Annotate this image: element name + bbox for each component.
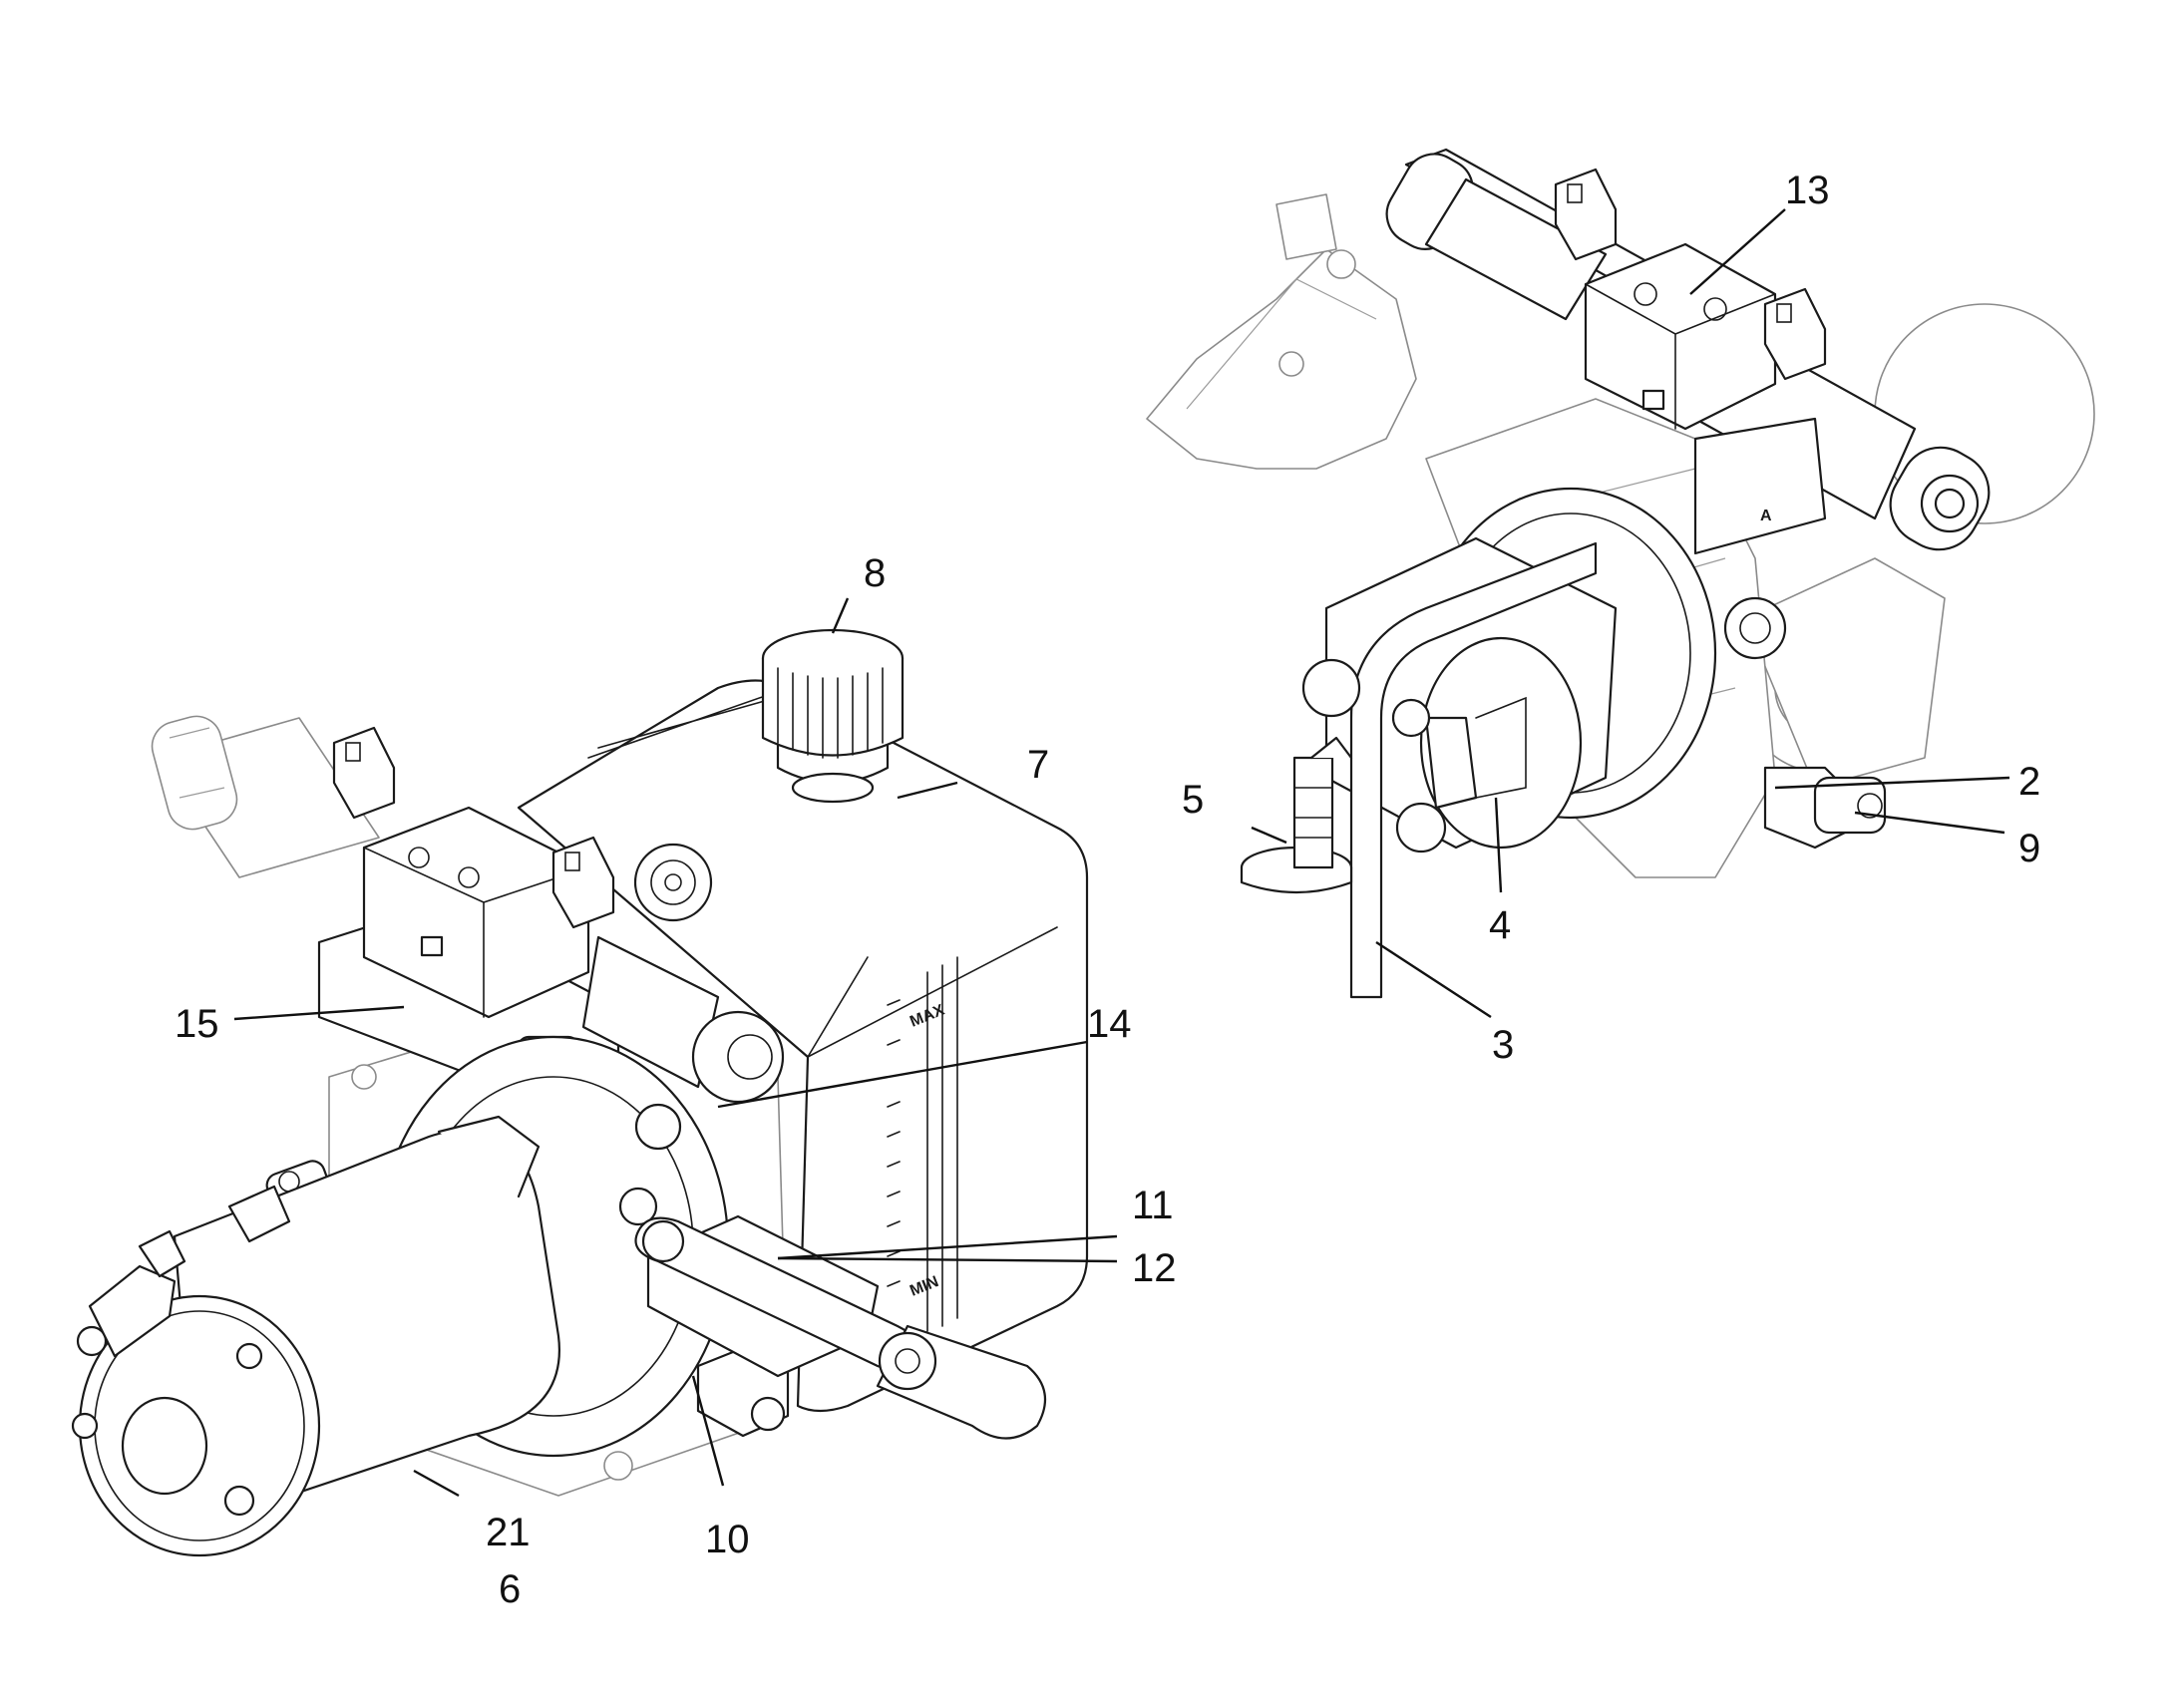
connector-icon — [332, 726, 396, 820]
front-view-assembly: MAX MIN — [71, 628, 1089, 1557]
callout-10: 10 — [705, 1518, 750, 1561]
port-mark-a: A — [1760, 508, 1772, 524]
callout-2: 2 — [2018, 760, 2040, 804]
callout-labels: 2 3 4 5 6 7 8 9 10 11 12 13 14 15 21 — [175, 169, 2040, 1611]
callout-9: 9 — [2018, 827, 2040, 870]
connector-icon — [1763, 287, 1827, 381]
callout-5: 5 — [1182, 778, 1204, 822]
callout-7: 7 — [1027, 743, 1049, 787]
valve-block-front — [362, 806, 590, 1019]
callout-6: 6 — [499, 1567, 521, 1611]
callout-14: 14 — [1087, 1002, 1132, 1046]
pressure-relief-handle — [634, 1214, 1047, 1440]
filler-cap — [761, 628, 905, 804]
connector-icon — [1554, 168, 1618, 261]
callout-4: 4 — [1489, 903, 1511, 947]
valve-block-rear — [1584, 242, 1777, 431]
callout-15: 15 — [175, 1002, 219, 1046]
breather-cap — [1240, 736, 1353, 894]
callout-21: 21 — [486, 1511, 531, 1554]
callout-12: 12 — [1132, 1246, 1177, 1290]
leader-lines — [233, 208, 2010, 1498]
callout-11: 11 — [1132, 1184, 1174, 1227]
callout-8: 8 — [864, 551, 886, 595]
electric-motor — [71, 1115, 560, 1557]
callout-3: 3 — [1492, 1023, 1514, 1067]
rear-view-assembly: A — [1146, 148, 2095, 999]
callout-13: 13 — [1785, 169, 1830, 212]
connector-icon — [551, 836, 615, 929]
